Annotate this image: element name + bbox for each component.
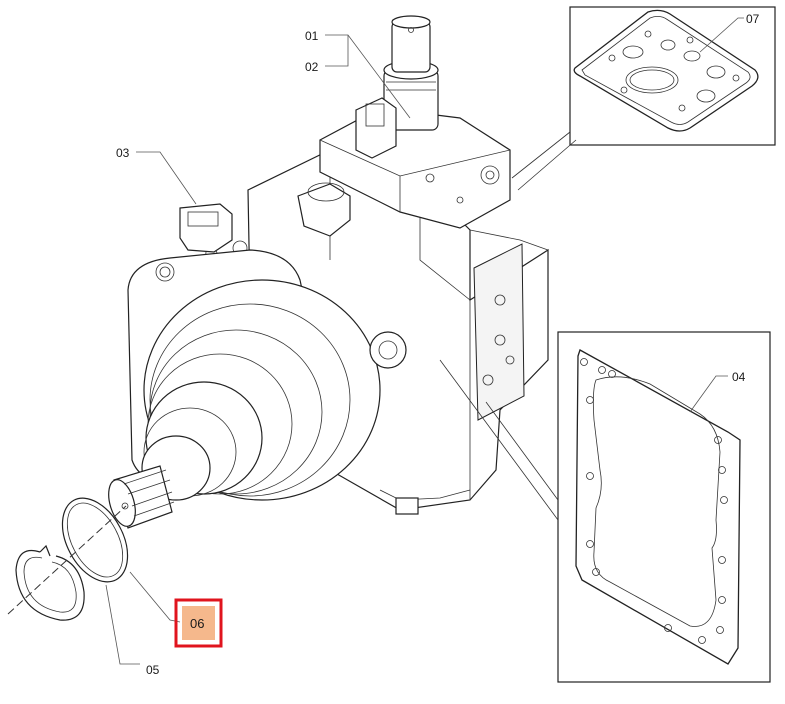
leader-06 (129, 571, 181, 623)
highlight-fill (182, 606, 215, 640)
gasket-04-detail (557, 331, 771, 683)
gasket-04-frame (557, 331, 771, 683)
shaft-axis-line (7, 505, 127, 615)
splined-shaft (108, 465, 175, 529)
motor-assembly (108, 15, 577, 529)
highlight-border (174, 598, 223, 648)
part-label-05: 05 (146, 663, 160, 677)
solenoid-01-02 (355, 15, 439, 159)
part-label-01: 01 (305, 29, 319, 43)
part-label-07: 07 (746, 12, 760, 26)
gasket-07-frame (569, 6, 776, 146)
leader-03 (136, 151, 197, 205)
part-label-03: 03 (116, 146, 130, 160)
shaft-seal-06 (61, 497, 129, 583)
snap-ring-05 (15, 544, 85, 621)
leader-05 (105, 584, 140, 665)
leader-02 (325, 35, 349, 67)
part-label-04: 04 (732, 370, 746, 384)
leader-07 (699, 17, 744, 53)
leader-04 (689, 375, 728, 413)
part-label-02: 02 (305, 60, 319, 74)
valve-side-face (473, 243, 525, 421)
gasket-07-detail (569, 6, 776, 146)
gasket-04-plate (575, 349, 741, 665)
part-label-06: 06 (190, 616, 204, 631)
highlight-callout-06[interactable]: 06 (174, 598, 223, 648)
gasket-07-plate (573, 9, 759, 132)
